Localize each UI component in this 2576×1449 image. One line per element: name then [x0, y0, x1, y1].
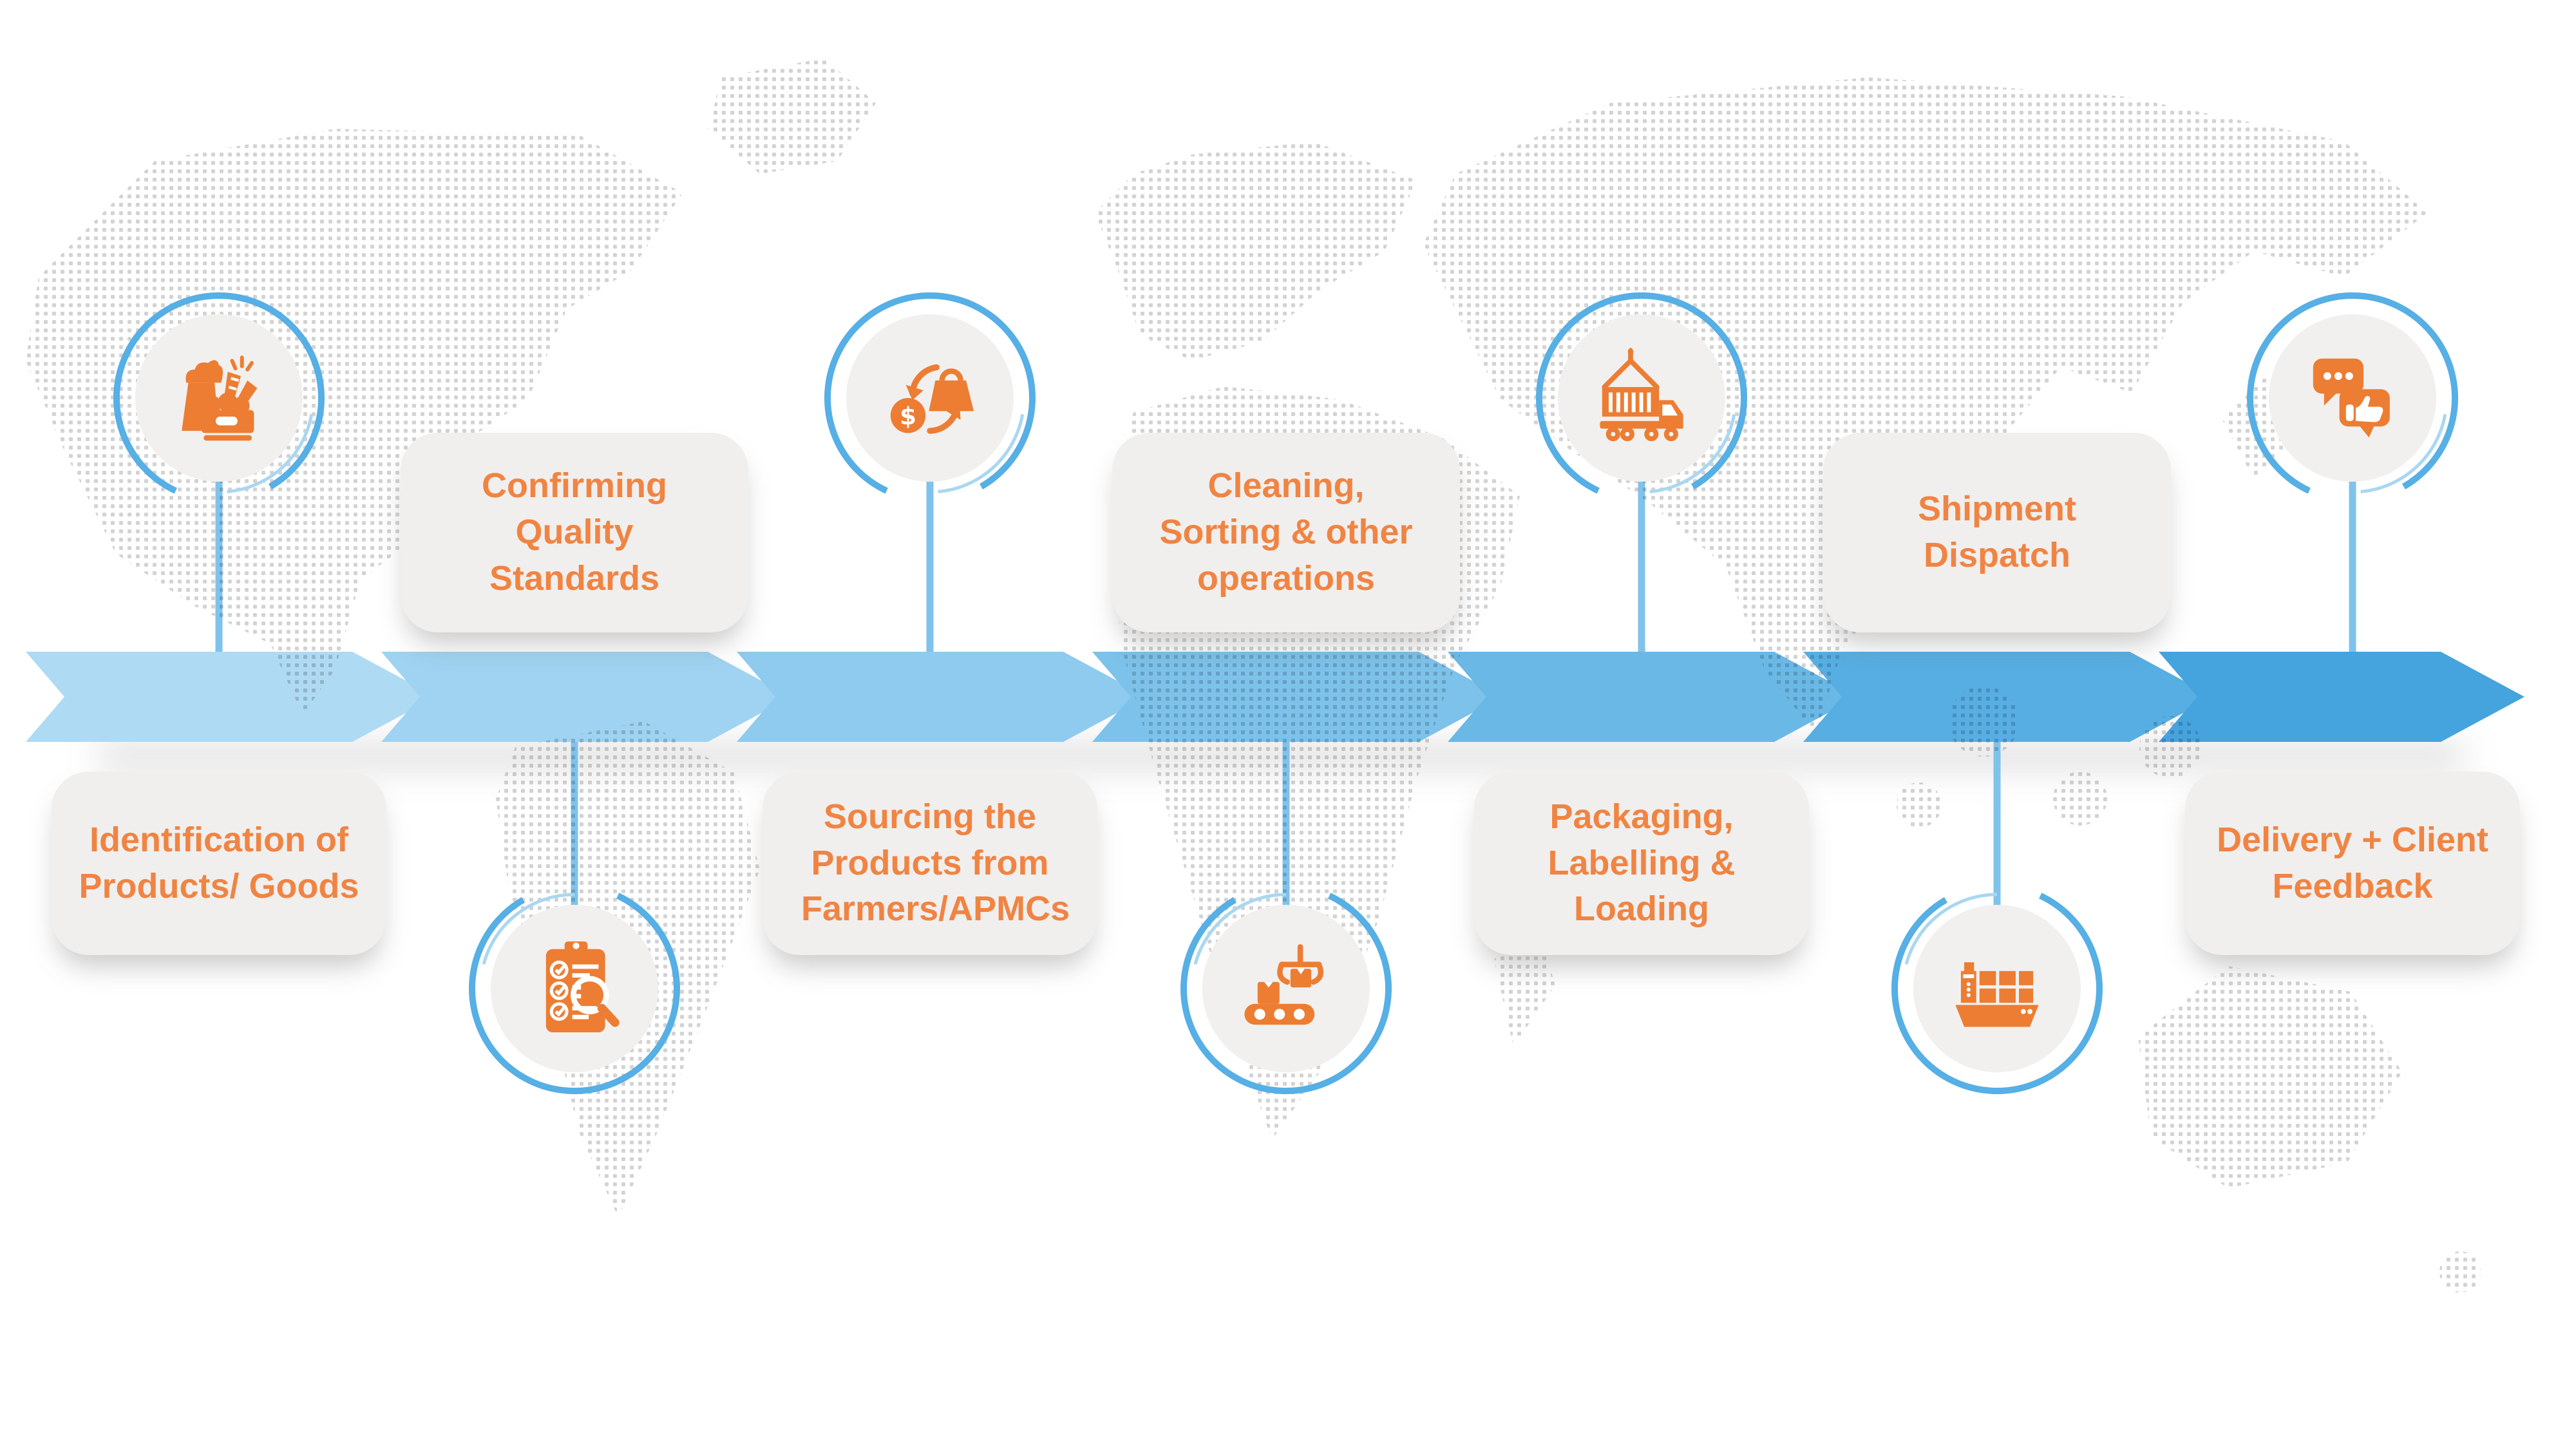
- conveyor-sorting-icon: [1244, 944, 1324, 1025]
- badge-ring-thin: [2257, 302, 2448, 494]
- svg-text:$: $: [900, 402, 916, 430]
- badge-ring-thin: [478, 893, 670, 1084]
- cargo-ship-icon: [1955, 962, 2039, 1027]
- badge-ring-thin: [1546, 302, 1738, 494]
- badge-ring-thick: [469, 883, 680, 1094]
- badge-ring-thick: [1180, 883, 1392, 1094]
- step-1-icon-badge: [109, 289, 328, 507]
- step-6-label: Shipment Dispatch: [1917, 489, 2076, 574]
- chat-thumbs-up-feedback-icon: [2313, 358, 2390, 438]
- badge-circle: [1202, 905, 1370, 1072]
- step-4-label: Cleaning, Sorting & other operations: [1159, 466, 1413, 598]
- step-7-label: Delivery + Client Feedback: [2217, 820, 2488, 905]
- step-5-icon-badge: [1532, 289, 1751, 507]
- badge-circle: [1913, 905, 2081, 1072]
- badge-ring-thin: [1190, 893, 1382, 1084]
- badge-circle: [846, 314, 1014, 482]
- money-product-exchange-icon: $: [890, 364, 974, 434]
- flow-arrow-2: [381, 652, 791, 742]
- badge-ring-thin: [123, 302, 315, 494]
- step-3-label: Sourcing the Products from Farmers/APMCs: [801, 797, 1070, 929]
- step-3-icon-badge: $: [820, 289, 1039, 507]
- step-6-icon-badge: [1888, 879, 2107, 1098]
- flow-arrow-5: [1448, 652, 1858, 742]
- flow-arrow-1: [26, 652, 436, 742]
- step-1-label: Identification of Products/ Goods: [79, 820, 359, 905]
- flow-arrow-4: [1092, 652, 1502, 742]
- step-5-label-card: Packaging, Labelling & Loading: [1474, 772, 1809, 955]
- step-2-icon-badge: [465, 879, 684, 1098]
- step-4-label-card: Cleaning, Sorting & other operations: [1112, 433, 1460, 632]
- container-truck-crane-icon: [1600, 347, 1683, 442]
- step-7-label-card: Delivery + Client Feedback: [2185, 772, 2520, 955]
- step-4-icon-badge: [1177, 879, 1396, 1098]
- flow-arrow-7: [2159, 652, 2524, 742]
- step-2-label-card: Confirming Quality Standards: [401, 433, 748, 632]
- badge-ring-thick: [1891, 883, 2103, 1094]
- badge-ring-thick: [824, 292, 1036, 504]
- step-7-icon-badge: [2243, 289, 2462, 507]
- flow-arrow-6: [1803, 652, 2213, 742]
- step-2-label: Confirming Quality Standards: [482, 466, 667, 598]
- badge-ring-thick: [2247, 292, 2458, 504]
- grocery-products-icon: [182, 355, 258, 441]
- badge-ring-thick: [1536, 292, 1747, 504]
- quality-checklist-magnifier-icon: [545, 941, 620, 1032]
- step-3-label-card: Sourcing the Products from Farmers/APMCs: [762, 772, 1097, 955]
- flow-arrow-3: [737, 652, 1147, 742]
- badge-ring-thin: [1901, 893, 2093, 1084]
- badge-ring-thin: [834, 302, 1026, 494]
- step-1-label-card: Identification of Products/ Goods: [52, 772, 386, 955]
- step-5-label: Packaging, Labelling & Loading: [1548, 797, 1736, 929]
- step-6-label-card: Shipment Dispatch: [1823, 433, 2171, 632]
- badge-ring-thick: [113, 292, 325, 504]
